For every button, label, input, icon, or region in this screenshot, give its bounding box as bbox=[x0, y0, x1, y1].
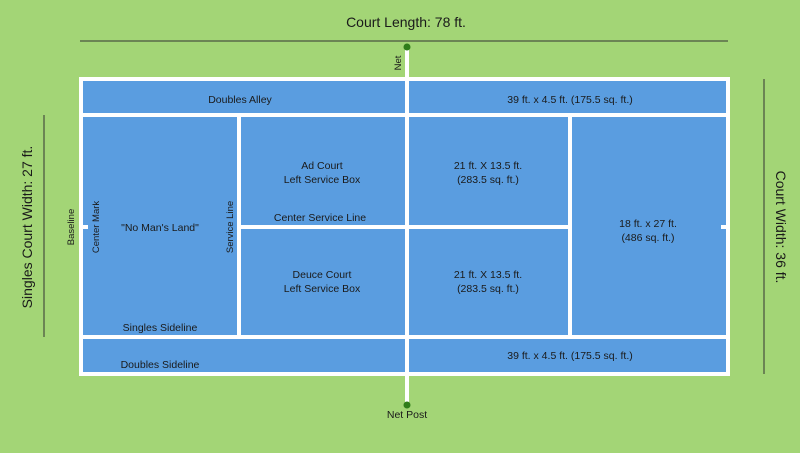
baseline-label: Baseline bbox=[66, 209, 77, 245]
ad-court-sublabel: Left Service Box bbox=[284, 174, 361, 186]
back-court-area: (486 sq. ft.) bbox=[621, 232, 674, 244]
net-post-bottom bbox=[403, 401, 411, 409]
court-length-label: Court Length: 78 ft. bbox=[346, 14, 466, 30]
court-width-label: Court Width: 36 ft. bbox=[773, 171, 789, 284]
back-court-dimension: 18 ft. x 27 ft. bbox=[619, 218, 677, 230]
singles-court-width-label: Singles Court Width: 27 ft. bbox=[19, 146, 35, 309]
center-service-line-label: Center Service Line bbox=[274, 212, 366, 224]
service-box-bottom-area: (283.5 sq. ft.) bbox=[457, 283, 519, 295]
deuce-court-sublabel: Left Service Box bbox=[284, 283, 361, 295]
net-label: Net bbox=[393, 55, 404, 70]
service-line-label: Service Line bbox=[225, 201, 236, 253]
service-box-top-dimension: 21 ft. X 13.5 ft. bbox=[454, 160, 522, 172]
ad-court-label: Ad Court bbox=[301, 160, 343, 172]
net-post-top bbox=[403, 43, 411, 51]
deuce-court-label: Deuce Court bbox=[293, 269, 352, 281]
alley-dimension-top: 39 ft. x 4.5 ft. (175.5 sq. ft.) bbox=[507, 94, 632, 106]
alley-dimension-bottom: 39 ft. x 4.5 ft. (175.5 sq. ft.) bbox=[507, 350, 632, 362]
doubles-alley-label: Doubles Alley bbox=[208, 94, 272, 106]
service-box-bottom-dimension: 21 ft. X 13.5 ft. bbox=[454, 269, 522, 281]
no-mans-land-label: "No Man's Land" bbox=[121, 222, 199, 234]
service-box-top-area: (283.5 sq. ft.) bbox=[457, 174, 519, 186]
singles-sideline-label: Singles Sideline bbox=[123, 322, 198, 334]
net-post-label: Net Post bbox=[387, 409, 427, 421]
center-mark-label: Center Mark bbox=[91, 201, 102, 254]
doubles-sideline-label: Doubles Sideline bbox=[121, 359, 200, 371]
